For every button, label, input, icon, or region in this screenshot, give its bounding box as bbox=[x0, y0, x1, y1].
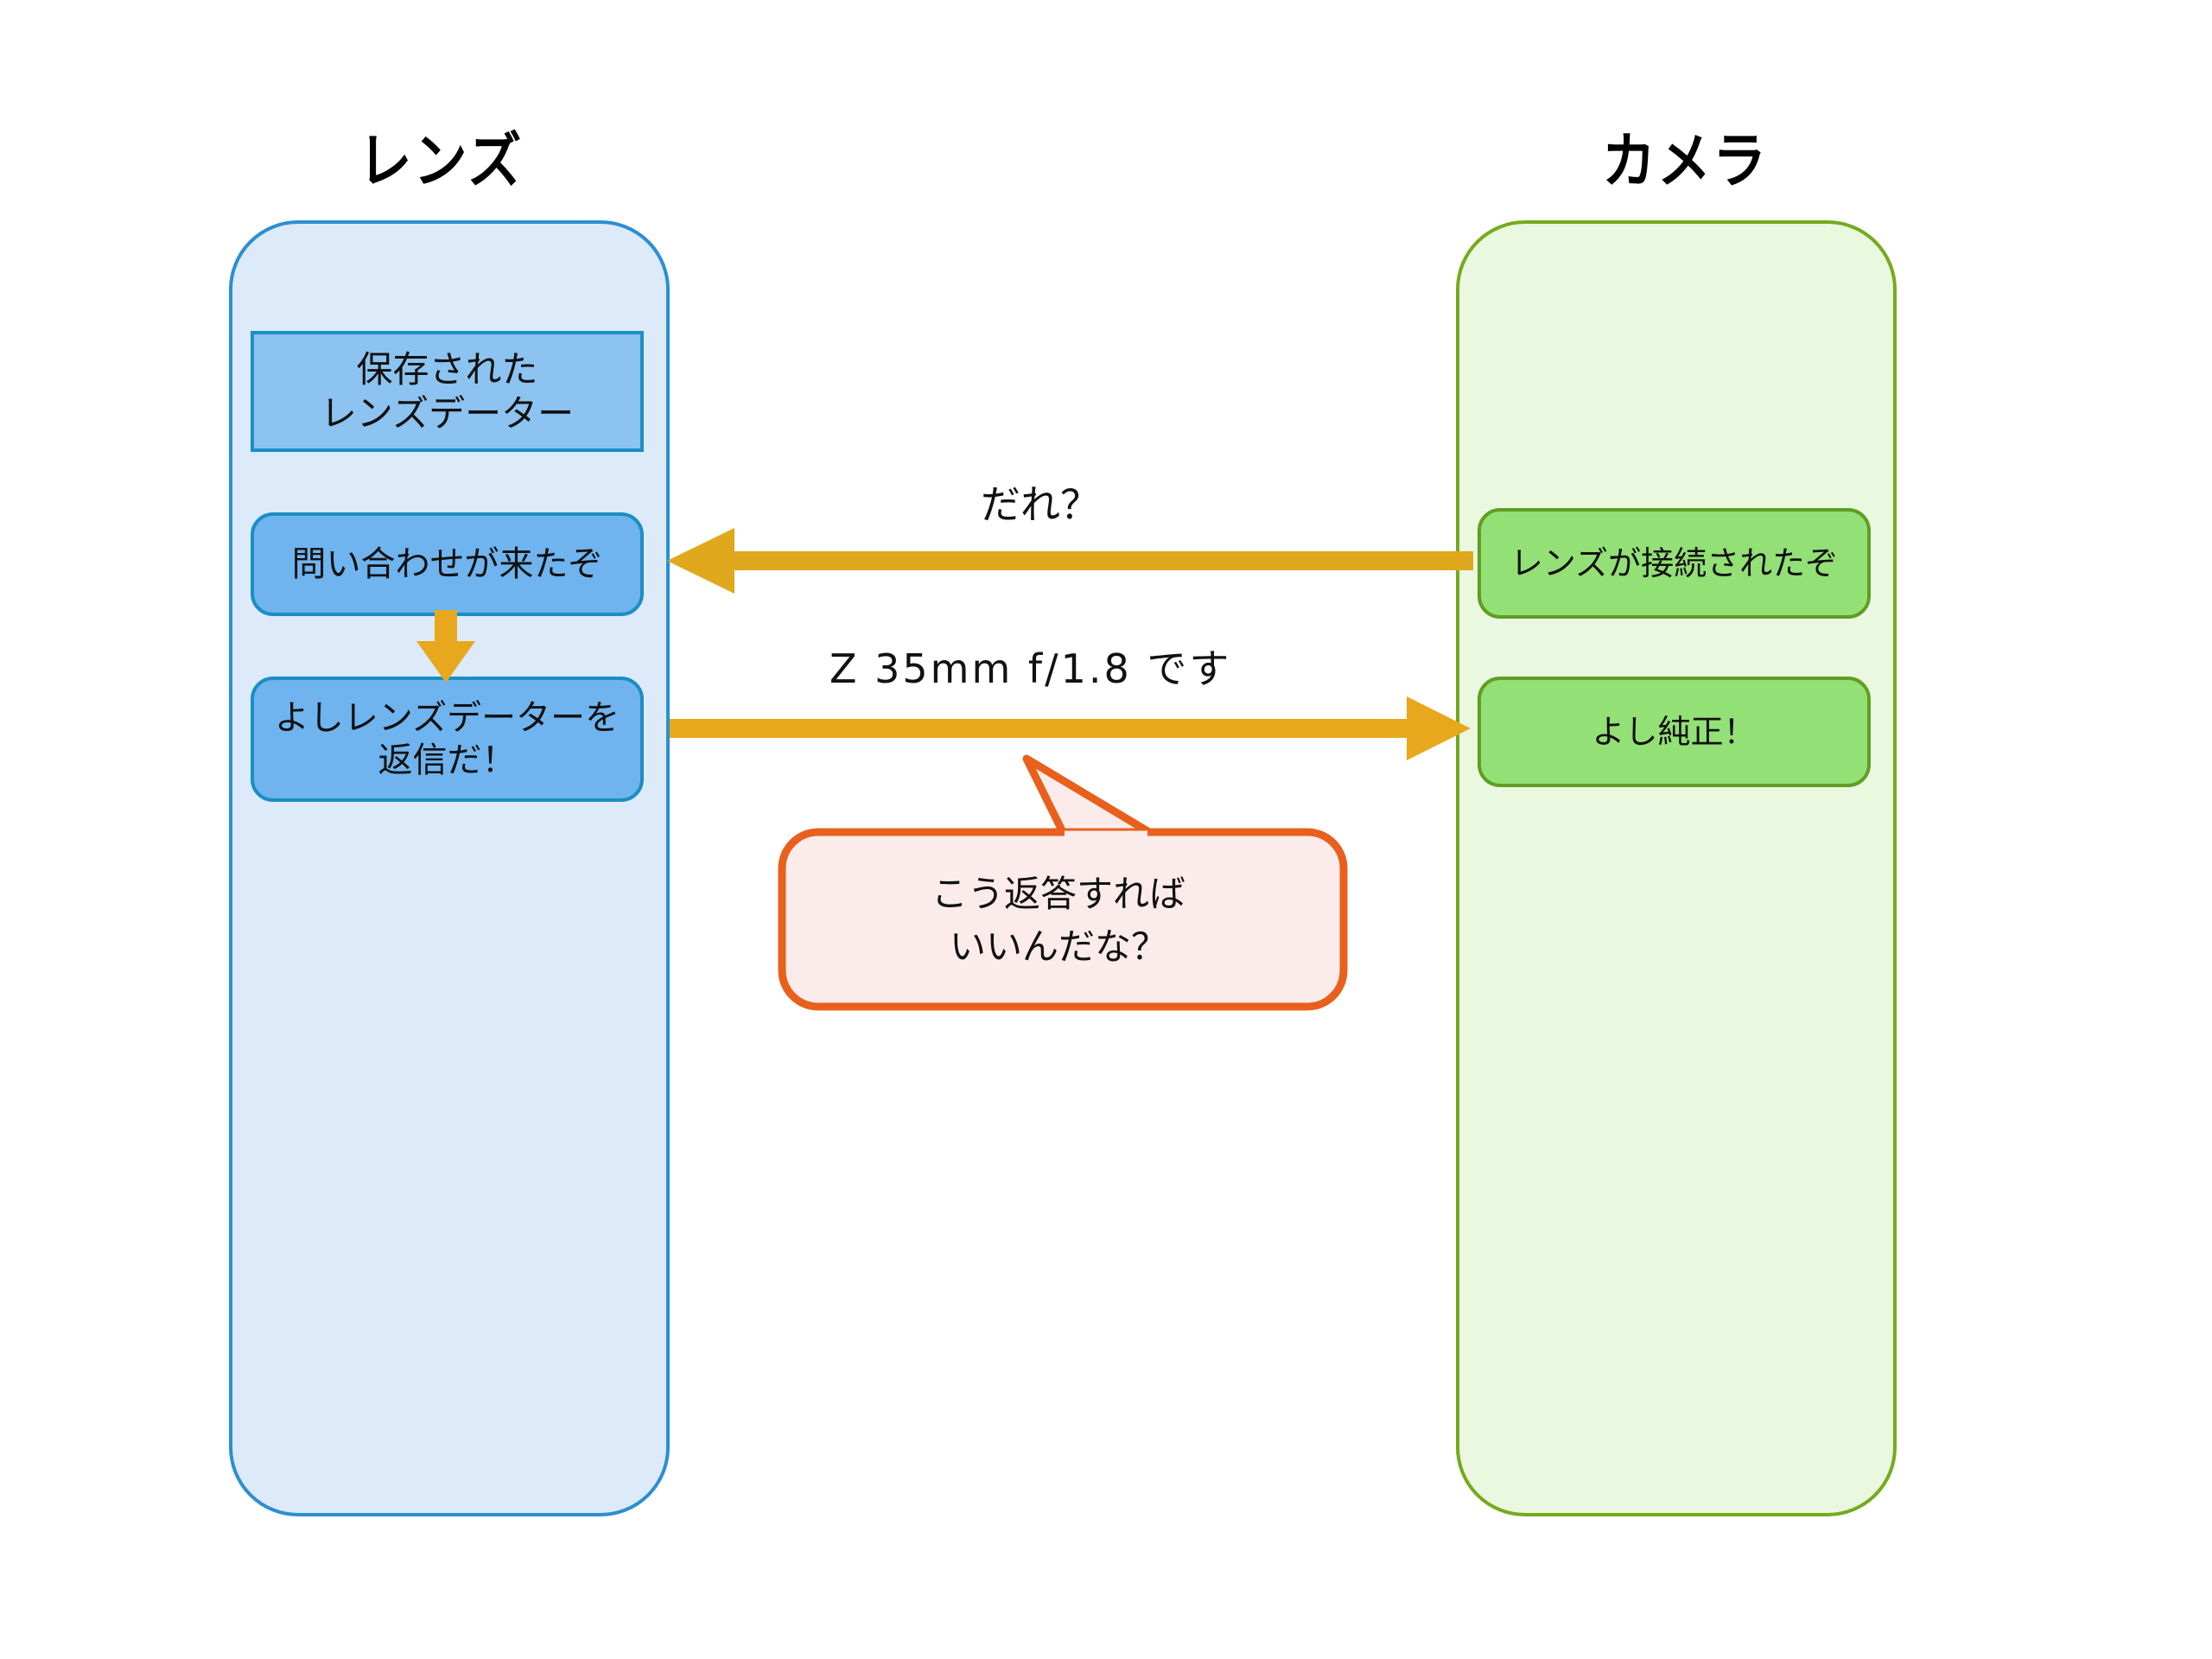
node-lens-connected[interactable]: レンズが接続されたぞ bbox=[1478, 508, 1871, 619]
node-inquiry-received[interactable]: 問い合わせが来たぞ bbox=[251, 512, 644, 616]
node-saved-lens-data-line2: レンズデーター bbox=[320, 392, 575, 435]
arrow-lens-to-camera bbox=[670, 696, 1471, 760]
node-send-lens-data-line1: よしレンズデーターを bbox=[274, 697, 620, 738]
node-send-lens-data-line2: 返信だ！ bbox=[378, 740, 517, 780]
camera-lane-title: カメラ bbox=[1601, 124, 1768, 196]
callout-line2: いいんだな？ bbox=[949, 925, 1167, 968]
arrow-label-lens-spec: Z 35mm f/1.8 です bbox=[830, 645, 1232, 692]
node-saved-lens-data-line1: 保存された bbox=[356, 347, 538, 391]
node-lens-connected-label: レンズが接続されたぞ bbox=[1510, 543, 1839, 582]
callout-line1: こう返答すれば bbox=[931, 873, 1185, 915]
node-genuine-confirmed[interactable]: よし純正！ bbox=[1478, 677, 1871, 787]
arrow-label-who: だれ？ bbox=[981, 481, 1100, 528]
node-inquiry-received-label: 問い合わせが来たぞ bbox=[291, 543, 603, 584]
node-genuine-confirmed-label: よし純正！ bbox=[1592, 712, 1757, 751]
callout-text: こう返答すれば いいんだな？ bbox=[782, 868, 1335, 974]
arrow-camera-to-lens bbox=[667, 528, 1473, 594]
camera-lane bbox=[1456, 220, 1897, 1516]
node-saved-lens-data[interactable]: 保存された レンズデーター bbox=[251, 331, 644, 452]
node-send-lens-data[interactable]: よしレンズデーターを 返信だ！ bbox=[251, 677, 644, 802]
lens-lane-title: レンズ bbox=[358, 124, 524, 196]
